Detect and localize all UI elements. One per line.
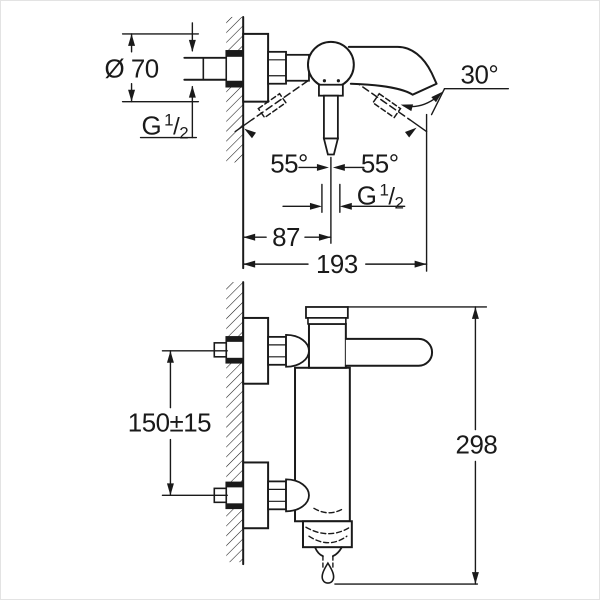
dim-swing-angles-group [244,127,417,244]
handle-arm [344,337,434,367]
body-connector [285,53,310,82]
swing-lever-ghost-right [371,92,402,119]
lever-collar [318,83,344,97]
wall-hatch-bottom [226,282,244,563]
swing-line-right-solid [408,118,428,133]
lever-tip [322,137,340,156]
dim-total-height-group [334,306,488,585]
escutcheon-flange-top-view [242,32,270,103]
angle-right-label: 55° [361,150,399,178]
body-upper [307,322,347,369]
lever-shaft [323,94,339,140]
spout-outline [347,45,438,96]
swing-line-right-dashed [353,79,411,121]
union-gasket-lower [226,80,244,87]
mousseur-taper-right [331,546,343,558]
angle-left-label: 55° [270,150,308,178]
internal-flow-arc [313,507,345,514]
swing-line-left-solid [234,118,253,133]
escutcheon-upper [242,316,270,385]
dim-connection-distance: 150±15 [128,410,211,438]
cartridge-ball [306,40,355,89]
top-cap [305,306,349,319]
dim-connection-distance-group [161,350,228,497]
dim-total-projection: 193 [316,251,358,279]
wall-hatch-top [226,16,244,163]
dim-wall-to-axis-group [242,233,332,241]
dim-wall-to-axis: 87 [272,224,300,252]
ball-dot-left [322,79,327,83]
escutcheon-lower [242,461,270,530]
bottom-view: 150±15 298 [128,281,498,585]
hex-nut-upper [267,335,287,366]
dim-flange-diameter-group [121,33,200,103]
swing-lever-ghost-left [257,92,287,119]
dim-spout-angle-group [400,88,510,116]
union-gasket-upper [226,50,244,57]
dim-spout-angle: 30° [461,62,499,90]
dim-inlet-thread-group [139,22,198,139]
ball-dot-right [336,79,340,83]
supply-stub-upper [213,342,228,358]
dome-upper [285,333,310,368]
hex-nut-top-view [267,50,287,85]
water-drop [321,561,335,584]
top-cap-ring [307,317,347,325]
dim-total-projection-group [242,113,428,272]
dim-flange-diameter: Ø 70 [104,56,158,84]
top-view: Ø 70 G1/2 55° 55° G1/2 87 193 30° [104,15,510,279]
dome-lower [285,478,310,513]
hex-nut-lower [267,480,287,511]
dim-total-height: 298 [456,431,498,459]
mousseur-taper-left [314,546,324,558]
dim-outlet-thread-group [282,183,406,213]
